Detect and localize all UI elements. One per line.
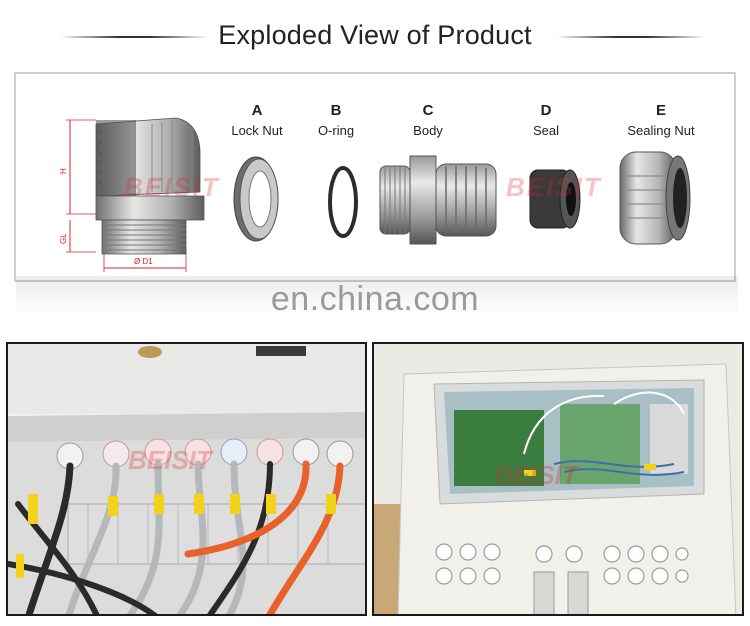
section-title: Exploded View of Product bbox=[218, 20, 532, 50]
seal-illustration bbox=[529, 169, 581, 229]
part-letter: B bbox=[330, 102, 342, 119]
brand-watermark: BEISIT bbox=[494, 460, 580, 490]
brand-watermark: BEISIT bbox=[124, 172, 220, 202]
site-watermark: en.china.com bbox=[270, 280, 480, 318]
dimension-h-label: H bbox=[59, 168, 68, 174]
part-d-label: D Seal bbox=[516, 102, 576, 138]
section-title-row: Exploded View of Product bbox=[0, 14, 750, 58]
part-e-label: E Sealing Nut bbox=[616, 102, 706, 138]
part-name: Sealing Nut bbox=[627, 123, 695, 138]
dimension-d1-label: Ø D1 bbox=[134, 257, 153, 266]
part-c-label: C Body bbox=[388, 102, 468, 138]
part-letter: A bbox=[251, 102, 263, 119]
enclosure-illustration: BEISIT bbox=[374, 344, 742, 614]
panel-shadow bbox=[16, 276, 738, 316]
sealing-nut-illustration bbox=[619, 151, 691, 245]
enclosure-photo: BEISIT bbox=[372, 342, 744, 616]
body-illustration bbox=[379, 155, 497, 245]
exploded-view-panel: H GL Ø D1 A Lock Nut B O-ring bbox=[14, 72, 738, 316]
part-name: Seal bbox=[532, 123, 560, 138]
brand-watermark: BEISIT bbox=[128, 445, 214, 475]
cabinet-cables-illustration: BEISIT bbox=[8, 344, 365, 614]
cabinet-cables-photo: BEISIT bbox=[6, 342, 367, 616]
part-name: O-ring bbox=[317, 123, 355, 138]
dimension-gl-label: GL bbox=[59, 233, 68, 244]
title-divider-right bbox=[556, 36, 706, 38]
assembled-gland-drawing: H GL Ø D1 bbox=[59, 117, 205, 272]
part-a-label: A Lock Nut bbox=[212, 102, 302, 138]
part-letter: C bbox=[422, 102, 434, 119]
part-name: Lock Nut bbox=[231, 123, 283, 138]
part-b-label: B O-ring bbox=[306, 102, 366, 138]
part-letter: D bbox=[540, 102, 552, 119]
part-name: Body bbox=[413, 123, 443, 138]
part-letter: E bbox=[655, 102, 666, 119]
lock-nut-illustration bbox=[233, 156, 279, 242]
title-divider-left bbox=[60, 36, 208, 38]
o-ring-illustration bbox=[328, 166, 358, 238]
brand-watermark: BEISIT bbox=[506, 172, 602, 202]
